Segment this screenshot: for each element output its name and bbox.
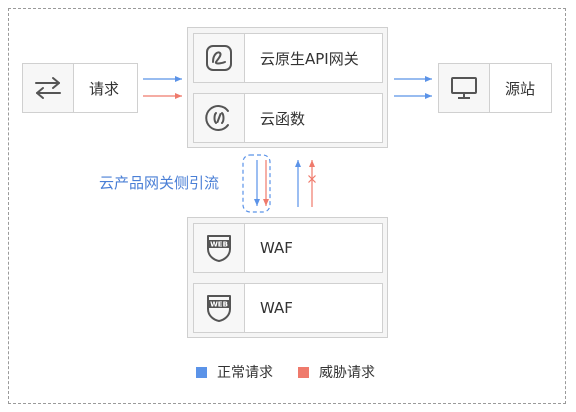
- web-shield-icon: WEB: [194, 284, 245, 332]
- diversion-bracket: [242, 154, 271, 213]
- web-shield-icon: WEB: [194, 224, 245, 272]
- api-gateway-icon: [194, 34, 245, 82]
- legend-swatch-threat: [298, 366, 309, 378]
- legend-item-threat: 威胁请求: [298, 362, 375, 382]
- waf-label: WAF: [260, 299, 293, 317]
- client-label: 请求: [89, 79, 120, 98]
- client-node: 请求: [22, 63, 138, 113]
- cloud-function-icon: [194, 94, 245, 142]
- diagram-frame: [8, 8, 566, 404]
- waf-node: WEB WAF: [193, 283, 383, 333]
- origin-node: 源站: [438, 63, 552, 113]
- monitor-icon: [439, 64, 490, 112]
- legend-item-normal: 正常请求: [196, 362, 273, 382]
- cloud-function-label: 云函数: [260, 109, 306, 128]
- svg-text:WEB: WEB: [210, 241, 228, 249]
- swap-arrows-icon: [23, 64, 74, 112]
- api-gateway-label: 云原生API网关: [260, 49, 359, 68]
- svg-text:WEB: WEB: [210, 301, 228, 309]
- legend-label-threat: 威胁请求: [319, 365, 375, 381]
- legend-label-normal: 正常请求: [217, 365, 273, 381]
- waf-label: WAF: [260, 239, 293, 257]
- blocked-cross-icon: [308, 175, 316, 183]
- waf-node: WEB WAF: [193, 223, 383, 273]
- cloud-product-function: 云函数: [193, 93, 383, 143]
- origin-label: 源站: [505, 79, 536, 98]
- cloud-product-api-gateway: 云原生API网关: [193, 33, 383, 83]
- legend-swatch-normal: [196, 366, 207, 378]
- traffic-diversion-label: 云产品网关侧引流: [99, 174, 220, 192]
